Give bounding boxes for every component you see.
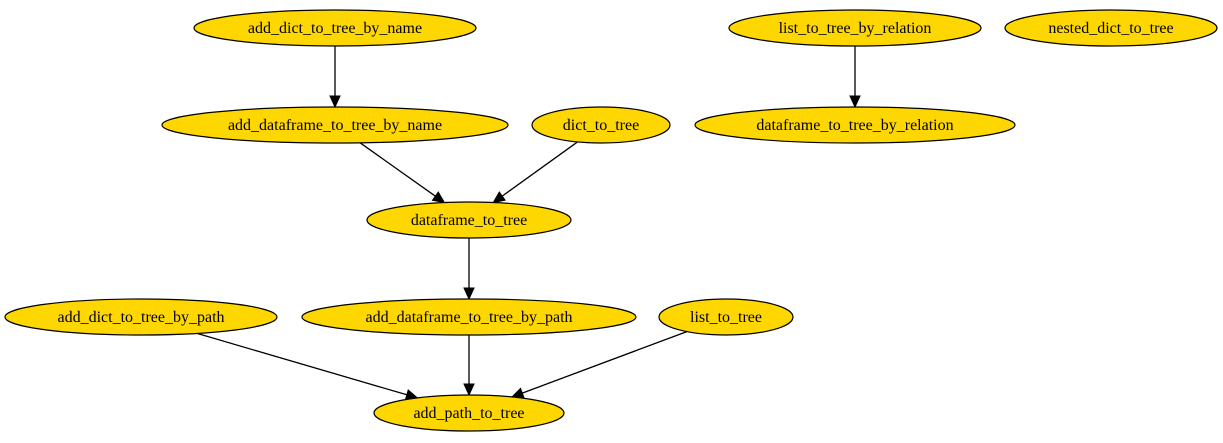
node-label: add_dataframe_to_tree_by_path xyxy=(365,309,572,326)
edge-list-to-tree-to-add-path-to-tree xyxy=(510,331,688,399)
node-ellipse xyxy=(366,201,572,239)
edge-line xyxy=(501,141,578,197)
arrowhead xyxy=(849,95,861,109)
node-label: list_to_tree_by_relation xyxy=(779,20,932,37)
node-label: dataframe_to_tree_by_relation xyxy=(756,117,953,134)
arrowhead xyxy=(463,287,475,301)
edge-line xyxy=(359,142,436,197)
edge-dataframe-to-tree-to-add-dataframe-to-tree-by-path xyxy=(463,238,475,301)
edge-add-dataframe-to-tree-by-name-to-dataframe-to-tree xyxy=(359,142,446,204)
node-label: add_dataframe_to_tree_by_name xyxy=(228,117,442,134)
edge-list-to-tree-by-relation-to-dataframe-to-tree-by-relation xyxy=(849,46,861,109)
edges-layer xyxy=(196,46,861,401)
node-label: add_dict_to_tree_by_path xyxy=(57,309,224,326)
edge-add-dict-to-tree-by-path-to-add-path-to-tree xyxy=(196,332,419,401)
node-add-path-to-tree: add_path_to_tree xyxy=(373,394,565,432)
node-label: dataframe_to_tree xyxy=(411,212,527,229)
nodes-layer: add_dict_to_tree_by_name list_to_tree_by_… xyxy=(4,9,1218,432)
node-label: add_dict_to_tree_by_name xyxy=(248,20,422,37)
node-label: add_path_to_tree xyxy=(413,405,524,422)
edge-line xyxy=(522,331,688,394)
node-ellipse xyxy=(694,106,1016,144)
node-dataframe-to-tree-by-relation: dataframe_to_tree_by_relation xyxy=(694,106,1016,144)
node-add-dataframe-to-tree-by-name: add_dataframe_to_tree_by_name xyxy=(161,106,509,144)
arrowhead xyxy=(492,191,506,204)
node-ellipse xyxy=(161,106,509,144)
node-ellipse xyxy=(373,394,565,432)
node-list-to-tree-by-relation: list_to_tree_by_relation xyxy=(728,9,982,47)
arrowhead xyxy=(329,95,341,109)
arrowhead xyxy=(431,191,446,204)
edge-add-dict-to-tree-by-name-to-add-dataframe-to-tree-by-name xyxy=(329,46,341,109)
node-label: dict_to_tree xyxy=(563,117,639,134)
node-ellipse xyxy=(1004,9,1218,47)
node-label: list_to_tree xyxy=(690,309,762,326)
node-ellipse xyxy=(728,9,982,47)
node-add-dict-to-tree-by-name: add_dict_to_tree_by_name xyxy=(193,9,477,47)
edge-dict-to-tree-to-dataframe-to-tree xyxy=(492,141,578,204)
edge-line xyxy=(196,332,407,396)
edge-add-dataframe-to-tree-by-path-to-add-path-to-tree xyxy=(463,335,475,397)
arrowhead xyxy=(510,387,525,399)
node-ellipse xyxy=(658,298,794,336)
node-dataframe-to-tree: dataframe_to_tree xyxy=(366,201,572,239)
arrowhead xyxy=(463,383,475,397)
node-ellipse xyxy=(4,298,278,336)
node-label: nested_dict_to_tree xyxy=(1048,20,1173,37)
node-nested-dict-to-tree: nested_dict_to_tree xyxy=(1004,9,1218,47)
node-dict-to-tree: dict_to_tree xyxy=(531,106,671,144)
node-add-dict-to-tree-by-path: add_dict_to_tree_by_path xyxy=(4,298,278,336)
node-ellipse xyxy=(301,298,637,336)
node-add-dataframe-to-tree-by-path: add_dataframe_to_tree_by_path xyxy=(301,298,637,336)
node-ellipse xyxy=(193,9,477,47)
node-list-to-tree: list_to_tree xyxy=(658,298,794,336)
node-ellipse xyxy=(531,106,671,144)
